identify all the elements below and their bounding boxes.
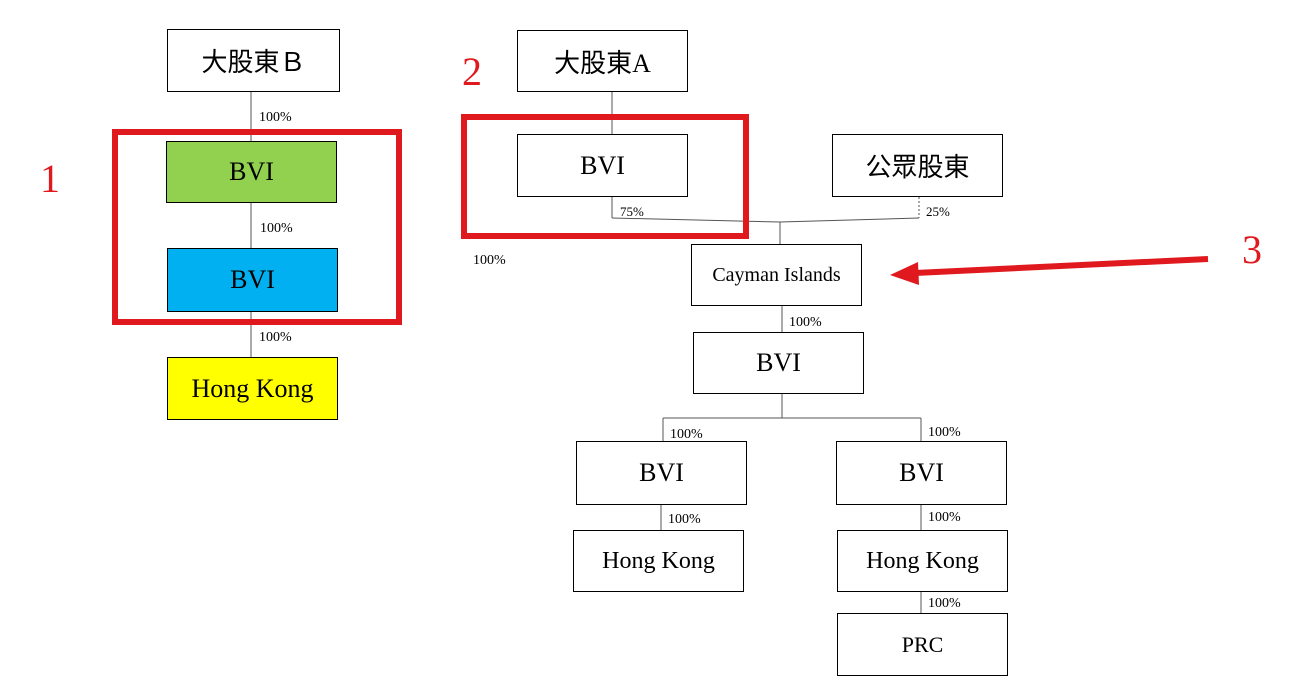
right-bvi-right-box: BVI — [836, 441, 1007, 505]
cayman-islands-label: Cayman Islands — [712, 263, 841, 286]
pct-bvi-to-left-bvi: 100% — [670, 427, 703, 442]
left-bvi-bottom-label: BVI — [230, 265, 275, 294]
right-hong-kong-right-label: Hong Kong — [866, 547, 979, 574]
pct-stray-label: 100% — [473, 253, 506, 268]
left-bvi-top-label: BVI — [229, 157, 274, 186]
marker-1: 1 — [40, 156, 60, 201]
arrow-head — [890, 262, 919, 285]
cayman-islands-box: Cayman Islands — [691, 244, 862, 306]
right-bvi-mid-box: BVI — [693, 332, 864, 394]
right-bvi-left-box: BVI — [576, 441, 747, 505]
pct-cayman-to-bvi: 100% — [789, 315, 822, 330]
arrow-line — [914, 256, 1209, 276]
pct-bvi-to-right-bvi: 100% — [928, 425, 961, 440]
shareholder-b-box: 大股東Ｂ — [167, 29, 340, 92]
prc-label: PRC — [901, 631, 944, 657]
left-hong-kong-box: Hong Kong — [167, 357, 338, 420]
pct-hk-to-prc: 100% — [928, 596, 961, 611]
pct-bvi-to-bvi: 100% — [260, 221, 293, 236]
shareholder-b-label: 大股東Ｂ — [201, 48, 306, 77]
left-hong-kong-label: Hong Kong — [191, 373, 314, 403]
highlight-frame-1 — [112, 129, 402, 325]
right-bvi-left-label: BVI — [639, 458, 684, 487]
right-bvi-top-label: BVI — [580, 150, 625, 180]
line-merge-to-cayman — [611, 217, 920, 223]
pct-public-to-cayman: 25% — [926, 204, 950, 219]
left-bvi-bottom-box: BVI — [167, 248, 338, 312]
shareholder-a-label: 大股東A — [554, 48, 651, 78]
right-hong-kong-left-label: Hong Kong — [602, 547, 715, 574]
prc-box: PRC — [837, 613, 1008, 676]
right-hong-kong-left-box: Hong Kong — [573, 530, 744, 592]
marker-3: 3 — [1242, 227, 1262, 272]
right-bvi-mid-label: BVI — [756, 348, 801, 377]
left-bvi-top-box: BVI — [166, 141, 337, 203]
marker-2: 2 — [462, 49, 482, 94]
pct-bvi-to-hk: 100% — [259, 330, 292, 345]
pct-left-bvi-to-hk: 100% — [668, 512, 701, 527]
pct-a-bvi-to-cayman: 75% — [620, 204, 644, 219]
shareholder-a-box: 大股東A — [517, 30, 688, 92]
right-bvi-top-box: BVI — [517, 134, 688, 197]
highlight-frame-2 — [461, 114, 749, 239]
right-hong-kong-right-box: Hong Kong — [837, 530, 1008, 592]
pct-b-to-bvi: 100% — [259, 110, 292, 125]
public-shareholders-box: 公眾股東 — [832, 134, 1003, 197]
right-bvi-right-label: BVI — [899, 458, 944, 487]
public-shareholders-label: 公眾股東 — [865, 153, 970, 182]
pct-right-bvi-to-hk: 100% — [928, 510, 961, 525]
